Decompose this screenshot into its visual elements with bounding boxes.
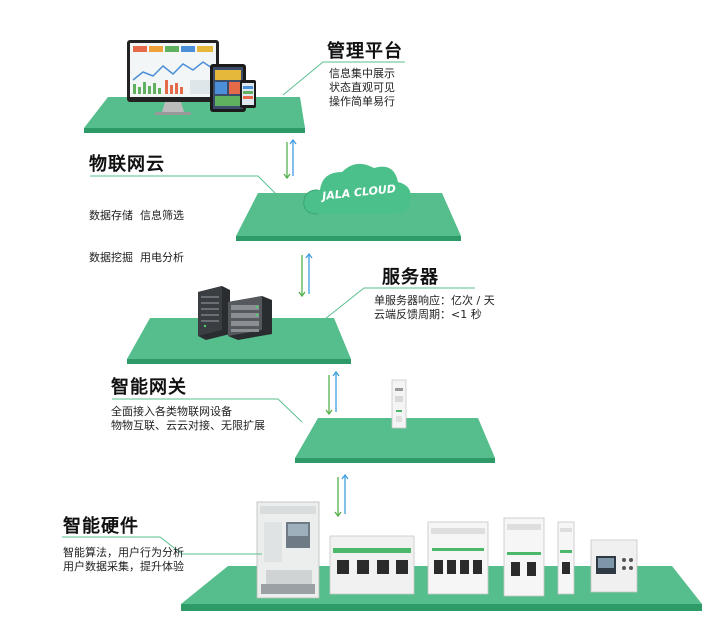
cloud-icon — [303, 163, 411, 215]
layer-desc-hardware: 智能算法，用户行为分析 用户数据采集，提升体验 — [63, 546, 184, 574]
hardware-devices-image — [256, 501, 638, 599]
layer-desc-iot-cloud: 数据存储 信息筛选 数据挖掘 用电分析 — [89, 181, 184, 293]
desc-line: 信息集中展示 — [329, 67, 395, 80]
leader-line-management — [282, 61, 405, 96]
desc-line: 用户数据采集，提升体验 — [63, 560, 184, 573]
arrow-pair-1 — [283, 138, 297, 180]
gateway-device-image — [391, 379, 407, 429]
desc-line: 状态直观可见 — [329, 81, 395, 94]
desc-line: 数据挖掘 用电分析 — [89, 251, 184, 264]
platform-gateway — [295, 418, 495, 463]
arrow-pair-2 — [298, 252, 313, 298]
desc-line: 操作简单易行 — [329, 95, 395, 108]
layer-title-gateway: 智能网关 — [111, 377, 187, 398]
layer-desc-gateway: 全面接入各类物联网设备 物物互联、云云对接、无限扩展 — [111, 405, 265, 433]
leader-line-iot-cloud — [90, 175, 281, 199]
platform-management — [84, 97, 305, 133]
layer-desc-server: 单服务器响应：亿次 / 天 云端反馈周期：<1 秒 — [374, 294, 495, 322]
leader-line-server — [319, 287, 475, 324]
server-rack-image — [198, 286, 272, 340]
desc-line: 智能算法，用户行为分析 — [63, 546, 184, 559]
desc-line: 单服务器响应：亿次 / 天 — [374, 294, 495, 307]
arrow-pair-3 — [325, 370, 340, 416]
desc-line: 物物互联、云云对接、无限扩展 — [111, 419, 265, 432]
dashboard-devices-image — [127, 40, 256, 115]
arrow-pair-4 — [334, 473, 349, 518]
layer-title-iot-cloud: 物联网云 — [89, 154, 165, 175]
desc-line: 数据存储 信息筛选 — [89, 209, 184, 222]
layer-title-server: 服务器 — [382, 267, 439, 288]
leader-line-hardware — [62, 536, 262, 555]
layer-title-management: 管理平台 — [327, 41, 403, 62]
desc-line: 云端反馈周期：<1 秒 — [374, 308, 482, 321]
desc-line: 全面接入各类物联网设备 — [111, 405, 232, 418]
layer-title-hardware: 智能硬件 — [63, 516, 139, 537]
leader-line-gateway — [112, 398, 303, 423]
layer-desc-management: 信息集中展示 状态直观可见 操作简单易行 — [329, 67, 395, 109]
